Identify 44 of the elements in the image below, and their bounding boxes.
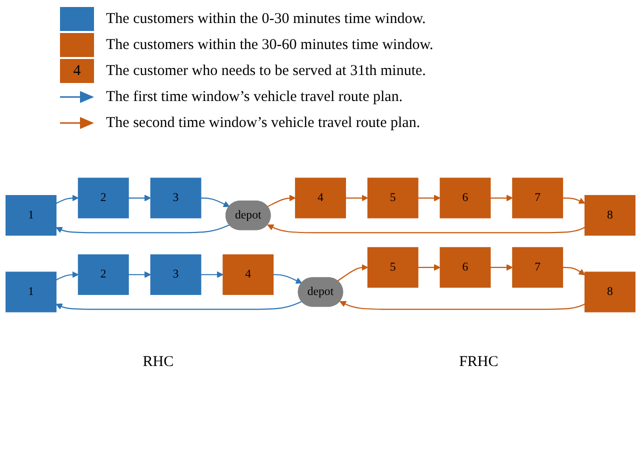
customer-number: 4 [73,62,81,80]
node-box: 3 [150,178,202,218]
legend-text: The customers within the 30-60 minutes time window. [106,36,434,54]
arrow [490,264,513,271]
arrow [267,194,296,208]
node-box: 8 [584,272,636,312]
arrow [418,264,440,271]
node-box: 7 [512,247,564,288]
arrow [128,194,151,202]
node-box: 5 [367,178,418,218]
legend-text: The customers within the 0-30 minutes time window. [106,10,426,28]
arrow [273,274,302,284]
node-box: 1 [6,195,56,236]
node-box: 3 [150,254,202,295]
node-box: 2 [78,254,129,295]
node-box: 8 [584,195,636,236]
legend-text: The customer who needs to be served at 31th minute. [106,62,426,80]
arrow [200,197,230,207]
node-box: 6 [440,178,491,218]
arrow [562,197,586,204]
arrow [562,266,586,276]
arrow [56,194,79,204]
node-box: 4 [222,254,274,295]
arrow [340,301,586,310]
node-box: 1 [6,272,56,312]
node-box: 7 [512,178,564,218]
arrow [418,194,440,202]
arrow [346,194,368,202]
arrow [128,271,151,278]
arrow [56,224,230,234]
arrow [490,194,513,202]
legend-text: The first time window’s vehicle travel route plan. [106,88,403,106]
arrow [56,300,302,310]
panel-caption: FRHC [459,354,498,371]
arrow [200,271,224,278]
arrow [56,271,79,280]
panel-caption: RHC [142,354,174,371]
node-box: 6 [440,247,491,288]
node-box: 5 [367,247,418,288]
node-box: 4 [295,178,346,218]
node-box: 2 [78,178,129,218]
arrow [337,264,368,282]
arrow [267,224,586,234]
legend-text: The second time window’s vehicle travel route plan. [106,114,420,132]
